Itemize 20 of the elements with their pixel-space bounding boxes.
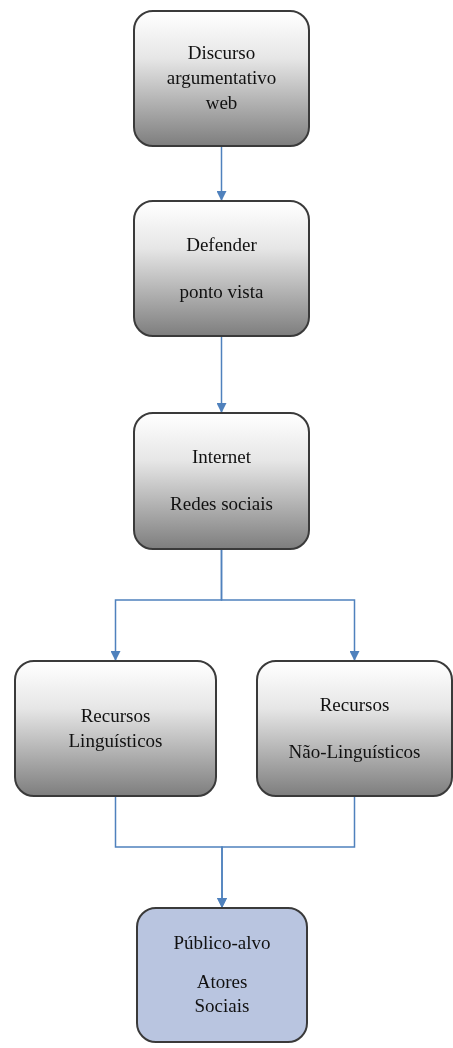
box-label: ponto vista (179, 279, 264, 304)
arrow (216, 146, 227, 201)
box-label: Recursos Linguísticos (67, 703, 164, 753)
arrow (217, 796, 356, 908)
arrow (216, 336, 227, 413)
process-box (133, 10, 310, 147)
box-label: Recursos (319, 692, 390, 717)
box-label: Defender (186, 232, 257, 257)
box-label: Redes sociais (170, 492, 273, 517)
box-label: Não-Linguísticos (288, 739, 421, 764)
process-box (133, 412, 310, 550)
box-label: Público-alvo (173, 930, 271, 955)
box-label: Discurso argumentativo web (165, 41, 278, 115)
box-label: Atores Sociais (193, 969, 251, 1019)
box-label: Internet (191, 444, 252, 469)
process-box (14, 660, 217, 797)
arrow (220, 549, 360, 661)
process-box (133, 200, 310, 337)
process-box (256, 660, 453, 797)
target-box (136, 907, 308, 1043)
